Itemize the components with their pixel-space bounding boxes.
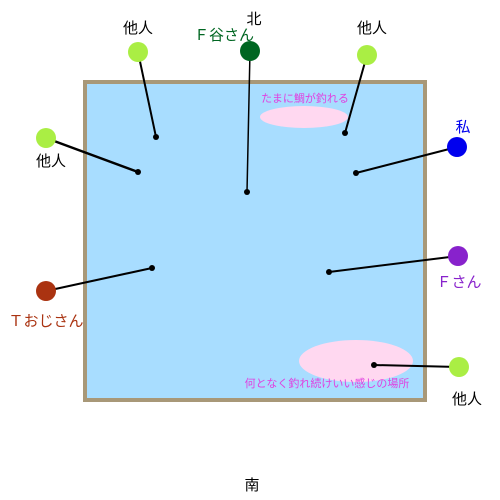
- marker-f-san: [448, 246, 468, 266]
- hook-other-top-right: [342, 130, 348, 136]
- compass-north: 北: [246, 10, 261, 28]
- hook-other-left: [135, 169, 141, 175]
- line-f-tani: [246, 50, 251, 193]
- label-t-ojisan: Ｔおじさん: [8, 312, 83, 330]
- line-other-top-left: [137, 51, 157, 138]
- compass-south: 南: [244, 476, 259, 494]
- line-other-left: [44, 136, 140, 174]
- marker-other-top-right: [357, 45, 377, 65]
- hook-me: [353, 170, 359, 176]
- zone-label-steady-spot: 何となく釣れ続けいい感じの場所: [245, 376, 410, 390]
- fishing-lines: [44, 50, 460, 368]
- marker-other-left: [36, 128, 56, 148]
- hook-f-san: [326, 269, 332, 275]
- label-f-tani: Ｆ谷さん: [194, 26, 254, 44]
- zone-sometimes-sea-bream: [260, 106, 348, 128]
- line-t-ojisan: [45, 267, 153, 292]
- label-other-left: 他人: [36, 152, 66, 170]
- marker-me: [447, 137, 467, 157]
- hook-t-ojisan: [149, 265, 155, 271]
- hook-other-bottom-right: [371, 362, 377, 368]
- hook-points: [135, 130, 377, 368]
- label-other-top-left: 他人: [123, 19, 153, 37]
- marker-other-top-left: [128, 42, 148, 62]
- line-me: [355, 146, 458, 174]
- label-other-bottom-right: 他人: [452, 390, 482, 408]
- label-f-san: Ｆさん: [436, 273, 481, 291]
- hook-other-top-left: [153, 134, 159, 140]
- marker-t-ojisan: [36, 281, 56, 301]
- label-other-top-right: 他人: [357, 19, 387, 37]
- zone-label-sometimes-sea-bream: たまに鯛が釣れる: [261, 91, 349, 105]
- line-other-bottom-right: [373, 364, 460, 368]
- hook-f-tani: [244, 189, 250, 195]
- marker-other-bottom-right: [449, 357, 469, 377]
- label-me: 私: [455, 118, 470, 136]
- zone-steady-spot: [299, 340, 413, 382]
- marker-f-tani: [240, 41, 260, 61]
- line-f-san: [328, 255, 459, 273]
- line-other-top-right: [344, 54, 368, 134]
